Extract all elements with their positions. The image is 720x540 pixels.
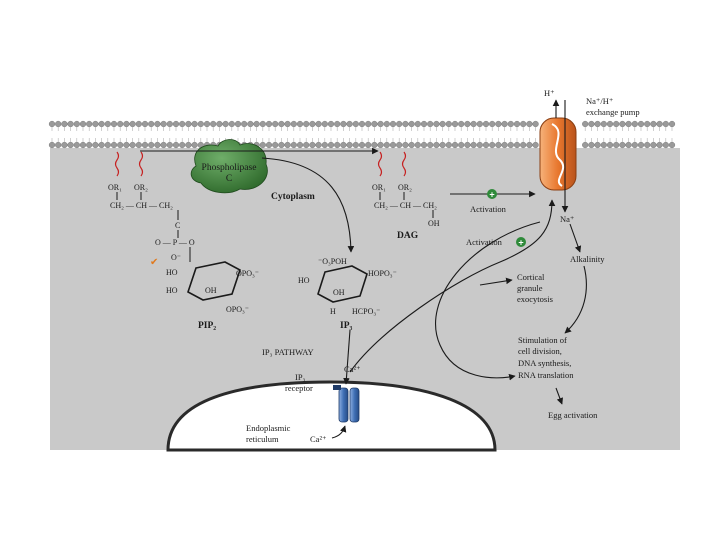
- pip2-ho-2: HO: [166, 286, 178, 295]
- phospholipase-label: Phospholipase: [202, 163, 257, 173]
- ip3-ho: HO: [298, 276, 310, 285]
- stimulation-label-1: Stimulation of: [518, 335, 567, 345]
- dag-structure: OR₁ OR₂ CH₂ — CH — CH₂ OH DAG: [372, 183, 440, 241]
- pip2-ho-1: HO: [166, 268, 178, 277]
- activation-badge-left: [516, 237, 526, 247]
- er-label-1: Endoplasmic: [246, 423, 291, 433]
- cortical-label-1: Cortical: [517, 272, 545, 282]
- plasma-membrane: [48, 120, 680, 149]
- calcium-label-bottom: Ca²⁺: [310, 434, 327, 444]
- pip2-or1: OR₁: [108, 183, 122, 192]
- dag-oh: OH: [428, 219, 440, 228]
- pump-label-line2: exchange pump: [586, 107, 640, 117]
- dag-backbone: CH₂ — CH — CH₂: [374, 201, 437, 210]
- stimulation-label-2: cell division,: [518, 346, 562, 356]
- ip3-hcpo3: HCPO₃⁻: [352, 307, 380, 316]
- ip3-pathway-label: IP₃ PATHWAY: [262, 347, 314, 357]
- pip2-o-minus: O⁻: [171, 253, 181, 262]
- stimulation-label-3: DNA synthesis,: [518, 358, 571, 368]
- egg-activation-label: Egg activation: [548, 410, 598, 420]
- pip2-opo3-top: OPO₃⁻: [236, 269, 259, 278]
- activation-badge-top: [487, 189, 497, 199]
- ip3-hopo3: HOPO₃⁻: [368, 269, 397, 278]
- cortical-label-2: granule: [517, 283, 543, 293]
- ip3-structure: ⁻O₃POH HO HOPO₃⁻ OH H HCPO₃⁻ IP₃: [298, 257, 397, 331]
- ip3-receptor-label-2: receptor: [285, 383, 313, 393]
- pip2-structure: OR₁ OR₂ CH₂ — CH — CH₂ C O — P — O O⁻ HO…: [108, 183, 259, 331]
- ip3-receptor-label-1: IP₃: [295, 372, 306, 382]
- pathway-arrows: [140, 99, 587, 439]
- plus-icon-top: +: [489, 190, 494, 200]
- pip2-phosphate: O — P — O: [155, 238, 195, 247]
- dag-label: DAG: [397, 231, 419, 241]
- endoplasmic-reticulum: [166, 380, 497, 452]
- lipid-tails: [114, 151, 407, 177]
- phospholipase-c-enzyme: Phospholipase C: [190, 139, 268, 194]
- ip3-oh: OH: [333, 288, 345, 297]
- phospholipase-label-c: C: [226, 174, 232, 184]
- pump-label-line1: Na⁺/H⁺: [586, 96, 614, 106]
- pip2-oh: OH: [205, 286, 217, 295]
- pip2-label: PIP₂: [198, 321, 216, 331]
- pip2-carbon: C: [175, 221, 180, 230]
- na-h-exchange-pump: [539, 117, 577, 191]
- er-label-2: reticulum: [246, 434, 279, 444]
- pip2-backbone: CH₂ — CH — CH₂: [110, 201, 173, 210]
- stimulation-label-4: RNA translation: [518, 370, 574, 380]
- alkalinity-label: Alkalinity: [570, 254, 605, 264]
- na-plus-label: Na⁺: [560, 214, 575, 224]
- ip3-h: H: [330, 307, 336, 316]
- pip2-opo3-bottom: OPO₃⁻: [226, 305, 249, 314]
- activation-label-left: Activation: [466, 237, 503, 247]
- ip3-receptor-channel: [333, 385, 360, 423]
- calcium-label-top: Ca²⁺: [344, 364, 361, 374]
- ip3-top: ⁻O₃POH: [318, 257, 347, 266]
- cytoplasm-label: Cytoplasm: [271, 192, 315, 202]
- activation-label-top: Activation: [470, 204, 507, 214]
- ip3-label: IP₃: [340, 321, 353, 331]
- dag-or1: OR₁: [372, 183, 386, 192]
- dag-or2: OR₂: [398, 183, 412, 192]
- pip2-or2: OR₂: [134, 183, 148, 192]
- plus-icon-left: +: [518, 238, 523, 248]
- cleavage-mark-icon: ✔: [150, 257, 158, 268]
- h-plus-label: H⁺: [544, 88, 555, 98]
- cortical-label-3: exocytosis: [517, 294, 553, 304]
